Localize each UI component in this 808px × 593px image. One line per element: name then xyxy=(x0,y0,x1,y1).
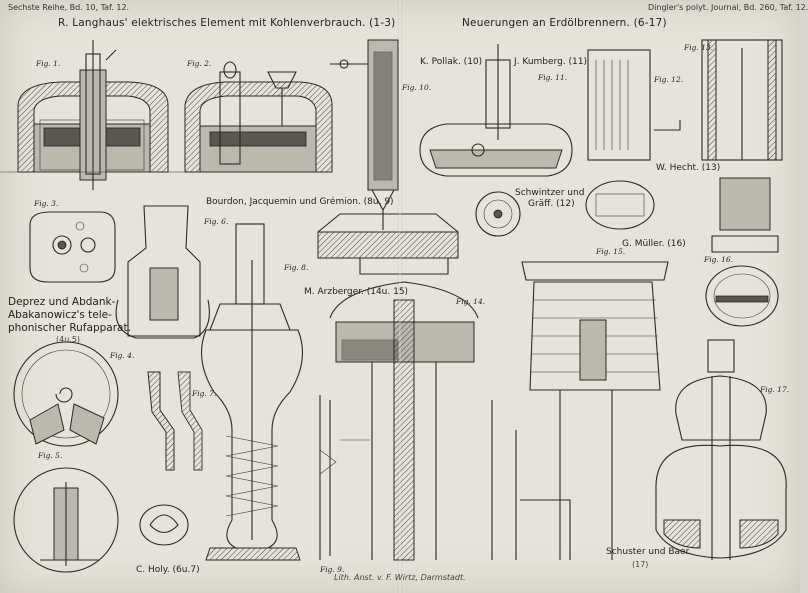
fig14-drawing xyxy=(329,257,479,561)
fig2-drawing xyxy=(184,61,333,173)
fig9-drawing xyxy=(319,395,337,560)
fig-label-8: Fig. 8. xyxy=(284,263,309,272)
fig-label-17: Fig. 17. xyxy=(760,385,790,394)
title-holy: C. Holy. (6u.7) xyxy=(136,565,200,575)
title-schwintzer: Schwintzer und xyxy=(515,188,585,198)
fig13-drawing xyxy=(701,39,783,253)
fig1-drawing xyxy=(0,40,190,190)
fig-label-13: Fig. 13. xyxy=(684,43,714,52)
fig4-drawing xyxy=(13,341,119,447)
fig-label-6: Fig. 6. xyxy=(204,217,229,226)
fig10-drawing xyxy=(317,39,459,259)
fig-label-5: Fig. 5. xyxy=(38,451,63,460)
header-right: Dingler's polyt. Journal, Bd. 260, Taf. … xyxy=(648,3,808,12)
lithographer-credit: Lith. Anst. v. F. Wirtz, Darmstadt. xyxy=(334,573,466,582)
title-langhaus: R. Langhaus' elektrisches Element mit Ko… xyxy=(58,17,396,29)
fig8-drawing xyxy=(201,223,303,561)
fig-label-1: Fig. 1. xyxy=(36,59,61,68)
title-bourdon: Bourdon, Jacquemin und Grémion. (8u. 9) xyxy=(206,197,394,207)
fig-label-3: Fig. 3. xyxy=(34,199,59,208)
fig-label-11: Fig. 11. xyxy=(538,73,568,82)
fig6-drawing xyxy=(115,205,210,339)
title-deprez-figs: (4u.5) xyxy=(56,335,81,344)
title-deprez-2: Abakanowicz's tele- xyxy=(8,309,112,321)
title-deprez-1: Deprez und Abdank- xyxy=(8,296,116,308)
fig17-drawing xyxy=(655,339,787,560)
title-pollak: K. Pollak. (10) xyxy=(420,57,483,67)
fig16-drawing xyxy=(705,265,779,327)
fig-label-4: Fig. 4. xyxy=(110,351,135,360)
fig5-drawing xyxy=(13,467,119,573)
title-graeff: Gräff. (12) xyxy=(528,199,575,209)
fig-label-9: Fig. 9. xyxy=(320,565,345,574)
fig-label-10: Fig. 10. xyxy=(402,83,432,92)
fig-label-14: Fig. 14. xyxy=(456,297,486,306)
fig-label-2: Fig. 2. xyxy=(187,59,212,68)
fig-label-15: Fig. 15. xyxy=(596,247,626,256)
title-deprez-3: phonischer Rufapparat. xyxy=(8,322,131,334)
title-mueller: G. Müller. (16) xyxy=(622,239,686,249)
title-erdoel: Neuerungen an Erdölbrennern. (6-17) xyxy=(462,17,667,29)
title-kumberg: J. Kumberg. (11) xyxy=(514,57,588,67)
fig-label-7: Fig. 7. xyxy=(192,389,217,398)
title-schuster-figs: (17) xyxy=(632,560,649,569)
fig-label-12: Fig. 12. xyxy=(654,75,684,84)
fig-label-16: Fig. 16. xyxy=(704,255,734,264)
fig3-drawing xyxy=(29,211,116,283)
page-fold xyxy=(398,0,402,593)
header-left: Sechste Reihe, Bd. 10, Taf. 12. xyxy=(8,3,130,12)
title-arzberger: M. Arzberger. (14u. 15) xyxy=(304,287,409,297)
fig15-drawing xyxy=(491,261,669,560)
wheel-drawing xyxy=(475,191,521,237)
fig11-drawing xyxy=(419,44,573,177)
fig12-drawing xyxy=(585,49,681,230)
fig7-drawing xyxy=(139,371,203,546)
title-schuster: Schuster und Baer. xyxy=(606,547,692,557)
title-hecht: W. Hecht. (13) xyxy=(656,163,721,173)
